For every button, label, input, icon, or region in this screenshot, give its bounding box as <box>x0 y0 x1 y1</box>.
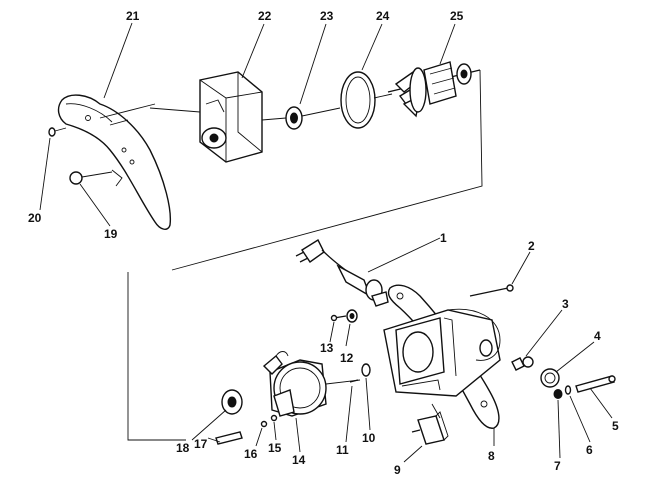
label-1: 1 <box>440 231 447 245</box>
part-11-rod <box>349 379 359 383</box>
part-21-bracket <box>57 94 172 230</box>
label-5: 5 <box>612 419 619 433</box>
motor-housing <box>371 291 501 397</box>
label-17: 17 <box>194 437 208 451</box>
label-2: 2 <box>528 239 535 253</box>
leader-lines <box>39 22 613 463</box>
part-20-washer <box>48 127 67 137</box>
part-17-pin <box>215 431 243 445</box>
label-11: 11 <box>336 443 349 457</box>
label-9: 9 <box>394 463 401 477</box>
label-20: 20 <box>28 211 42 225</box>
label-15: 15 <box>268 441 282 455</box>
part-4-knob <box>540 368 560 388</box>
part-7-nut <box>553 389 563 399</box>
part-5-bolt <box>575 375 616 393</box>
label-24: 24 <box>376 9 390 23</box>
part-19-knob <box>69 171 113 185</box>
label-7: 7 <box>554 459 561 473</box>
part-25-armature <box>387 61 481 118</box>
label-6: 6 <box>586 443 593 457</box>
label-13: 13 <box>320 341 334 355</box>
label-19: 19 <box>104 227 118 241</box>
part-23-bearing <box>285 106 341 130</box>
part-24-ring <box>340 71 393 129</box>
label-22: 22 <box>258 9 272 23</box>
label-25: 25 <box>450 9 464 23</box>
label-10: 10 <box>362 431 376 445</box>
part-12-clip <box>346 309 358 323</box>
part-3-cap <box>511 356 534 371</box>
part-6-washer <box>564 385 572 395</box>
label-3: 3 <box>562 297 569 311</box>
part-9-switch <box>411 403 449 445</box>
part-10-oring <box>361 363 371 377</box>
part-22-housing <box>199 71 287 163</box>
part-18-bearing <box>221 389 243 415</box>
label-23: 23 <box>320 9 334 23</box>
part-13-screw <box>330 314 347 322</box>
part-1-cord <box>295 238 383 301</box>
label-12: 12 <box>340 351 354 365</box>
label-21: 21 <box>126 9 140 23</box>
label-16: 16 <box>244 447 258 461</box>
label-8: 8 <box>488 449 495 463</box>
label-14: 14 <box>292 453 306 467</box>
part-2-screw <box>469 284 514 297</box>
label-18: 18 <box>176 441 190 455</box>
part-15-screw <box>270 414 278 422</box>
part-16-screw <box>260 420 268 428</box>
part-14-stator <box>262 351 361 417</box>
label-4: 4 <box>594 329 601 343</box>
